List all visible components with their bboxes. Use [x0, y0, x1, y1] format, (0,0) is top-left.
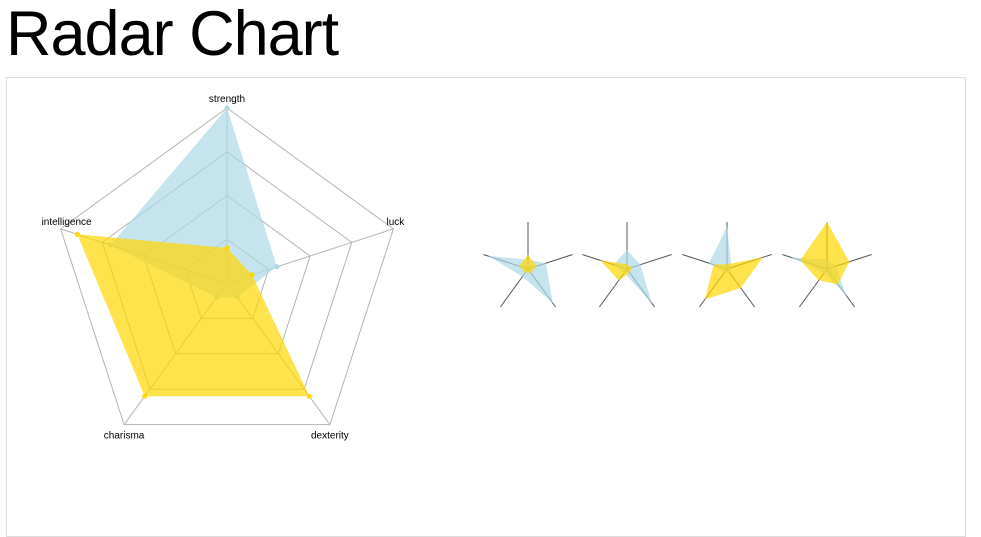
mini-radar-3 — [682, 222, 772, 308]
series-area-1[interactable] — [613, 250, 652, 304]
radar-chart-canvas: strength luck dexterity charisma intelligenc… — [42, 94, 872, 442]
data-point-charisma[interactable] — [142, 393, 148, 399]
axis-label-strength: strength — [209, 94, 245, 105]
main-radar-chart: strength luck dexterity charisma intelligenc… — [42, 94, 406, 442]
mini-radar-1 — [483, 222, 573, 308]
axis-label-charisma: charisma — [104, 431, 145, 442]
mini-radar-2 — [582, 222, 672, 308]
axis-label-dexterity: dexterity — [311, 431, 349, 442]
series-area-2[interactable] — [800, 222, 850, 285]
mini-radar-charts — [483, 222, 872, 308]
series-area-2[interactable] — [704, 257, 763, 300]
data-point-strength[interactable] — [224, 105, 230, 111]
data-point-intelligence[interactable] — [74, 231, 80, 237]
series-area-1[interactable] — [709, 226, 732, 273]
axis-label-intelligence: intelligence — [42, 217, 92, 228]
axis-label-luck: luck — [387, 217, 406, 228]
data-point-strength[interactable] — [224, 245, 230, 251]
mini-radar-4 — [782, 222, 872, 308]
series-area-1[interactable] — [487, 255, 553, 304]
data-point-luck[interactable] — [249, 272, 255, 278]
page-title: Radar Chart — [6, 0, 339, 69]
series-area-2[interactable] — [600, 260, 632, 281]
series-area-2[interactable] — [77, 234, 310, 397]
data-point-luck[interactable] — [274, 264, 280, 270]
grid-ring-4 — [60, 107, 394, 426]
series-area-2[interactable] — [519, 254, 537, 273]
data-point-dexterity[interactable] — [306, 393, 312, 399]
